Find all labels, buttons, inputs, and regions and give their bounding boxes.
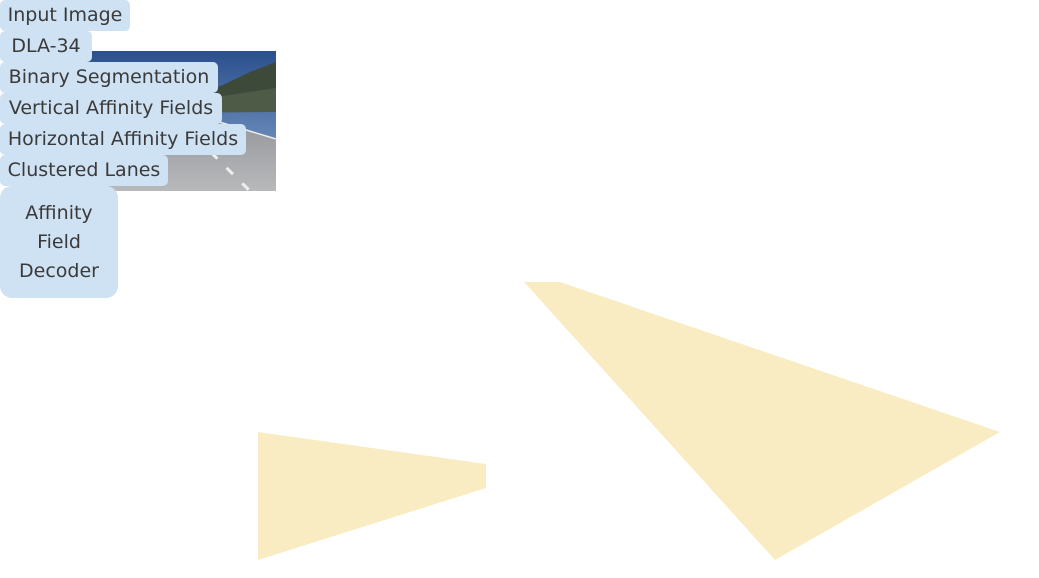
decoder-label-line: Affinity — [25, 201, 93, 224]
input-image-label: Input Image — [0, 0, 130, 31]
zoom-projection-left — [258, 432, 486, 560]
vertical-affinity-fields-label: Vertical Affinity Fields — [0, 93, 222, 124]
binary-segmentation-label: Binary Segmentation — [0, 62, 218, 93]
decoder-label-line: Field — [37, 230, 81, 253]
clustered-lanes-label: Clustered Lanes — [0, 155, 168, 186]
backbone-label: DLA-34 — [0, 31, 92, 62]
arrow-input-to-backbone: DLA-34 Binary Segmentation Vertical Affi… — [0, 31, 1039, 298]
decoder-label-line: Decoder — [19, 259, 99, 282]
zoom-projection-right — [524, 282, 1000, 560]
affinity-field-decoder: Affinity Field Decoder — [0, 186, 118, 298]
horizontal-affinity-fields-label: Horizontal Affinity Fields — [0, 124, 246, 155]
